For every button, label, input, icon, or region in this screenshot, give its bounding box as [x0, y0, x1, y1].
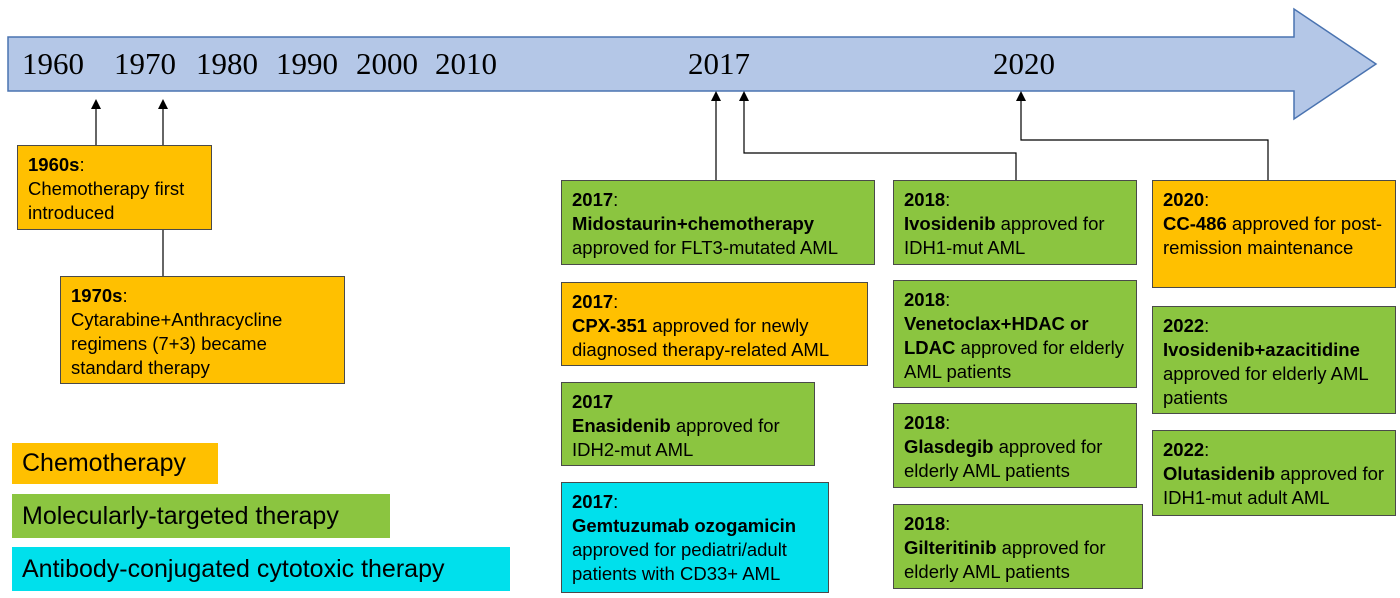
event-text: approved for IDH1-mut adult AML — [1163, 463, 1385, 508]
event-year: 2017 — [572, 491, 614, 512]
event-text: approved for IDH2-mut AML — [572, 415, 780, 460]
event-box-enasidenib: 2017 Enasidenib approved for IDH2-mut AM… — [561, 382, 815, 466]
year-label-2020: 2020 — [993, 46, 1055, 81]
event-drug: Gilteritinib — [904, 537, 997, 558]
event-box-1960s: 1960s: Chemotherapy first introduced — [17, 145, 212, 230]
event-drug: Glasdegib — [904, 436, 994, 457]
event-year: 2017 — [572, 189, 614, 210]
event-box-venetoclax: 2018: Venetoclax+HDAC or LDAC approved f… — [893, 280, 1137, 388]
event-text: approved for elderly AML patients — [904, 436, 1103, 481]
event-box-ivosidenib: 2018: Ivosidenib approved for IDH1-mut A… — [893, 180, 1137, 265]
event-drug: Olutasidenib — [1163, 463, 1276, 484]
year-label-2017: 2017 — [688, 46, 750, 81]
event-drug: CPX-351 — [572, 315, 648, 336]
event-text: Cytarabine+Anthracycline regimens (7+3) … — [71, 309, 283, 378]
event-drug: Ivosidenib+azacitidine — [1163, 339, 1360, 360]
event-drug: Midostaurin+chemotherapy — [572, 213, 815, 234]
year-label-2010: 2010 — [435, 46, 497, 81]
event-box-olutasidenib: 2022: Olutasidenib approved for IDH1-mut… — [1152, 430, 1396, 516]
event-text: Chemotherapy first introduced — [28, 178, 185, 223]
event-text: approved for elderly AML patients — [1163, 363, 1368, 408]
event-box-1970s: 1970s: Cytarabine+Anthracycline regimens… — [60, 276, 345, 384]
event-year: 2018 — [904, 412, 946, 433]
event-drug: Enasidenib — [572, 415, 671, 436]
event-year: 2018 — [904, 189, 946, 210]
year-label-1980: 1980 — [196, 46, 258, 81]
legend-targeted-therapy: Molecularly-targeted therapy — [12, 494, 390, 538]
connector-2018 — [739, 91, 1017, 180]
event-drug: Gemtuzumab ozogamicin — [572, 515, 797, 536]
event-year: 1960s — [28, 154, 80, 175]
event-year: 2017 — [572, 391, 614, 412]
year-label-1970: 1970 — [114, 46, 176, 81]
event-drug: Ivosidenib — [904, 213, 996, 234]
event-box-cpx351: 2017: CPX-351 approved for newly diagnos… — [561, 282, 868, 366]
event-year: 2020 — [1163, 189, 1205, 210]
event-text: approved for elderly AML patients — [904, 337, 1125, 382]
event-text: approved for IDH1-mut AML — [904, 213, 1105, 258]
connector-2020 — [1016, 91, 1269, 180]
event-drug: CC-486 — [1163, 213, 1227, 234]
legend-chemotherapy: Chemotherapy — [12, 443, 218, 484]
event-box-midostaurin: 2017: Midostaurin+chemotherapy approved … — [561, 180, 875, 265]
event-text: approved for elderly AML patients — [904, 537, 1106, 582]
event-year: 2022 — [1163, 439, 1205, 460]
year-label-2000: 2000 — [356, 46, 418, 81]
event-text: approved for post-remission maintenance — [1163, 213, 1383, 258]
event-box-gemtuzumab: 2017: Gemtuzumab ozogamicin approved for… — [561, 482, 829, 593]
event-text: approved for newly diagnosed therapy-rel… — [572, 315, 830, 360]
event-year: 2018 — [904, 513, 946, 534]
event-text: approved for FLT3-mutated AML — [572, 237, 838, 258]
event-year: 2017 — [572, 291, 614, 312]
event-box-gilteritinib: 2018: Gilteritinib approved for elderly … — [893, 504, 1143, 589]
event-year: 1970s — [71, 285, 123, 306]
event-drug: Venetoclax+HDAC or LDAC — [904, 313, 1089, 358]
event-box-cc486: 2020: CC-486 approved for post-remission… — [1152, 180, 1396, 288]
year-label-1960: 1960 — [22, 46, 84, 81]
event-box-glasdegib: 2018: Glasdegib approved for elderly AML… — [893, 403, 1137, 488]
event-year: 2022 — [1163, 315, 1205, 336]
event-box-ivosidenib-azacitidine: 2022: Ivosidenib+azacitidine approved fo… — [1152, 306, 1396, 414]
timeline-arrow — [7, 7, 1378, 121]
legend-antibody-conjugated: Antibody-conjugated cytotoxic therapy — [12, 547, 510, 591]
event-year: 2018 — [904, 289, 946, 310]
year-label-1990: 1990 — [276, 46, 338, 81]
event-text: approved for pediatri/adult patients wit… — [572, 539, 787, 584]
